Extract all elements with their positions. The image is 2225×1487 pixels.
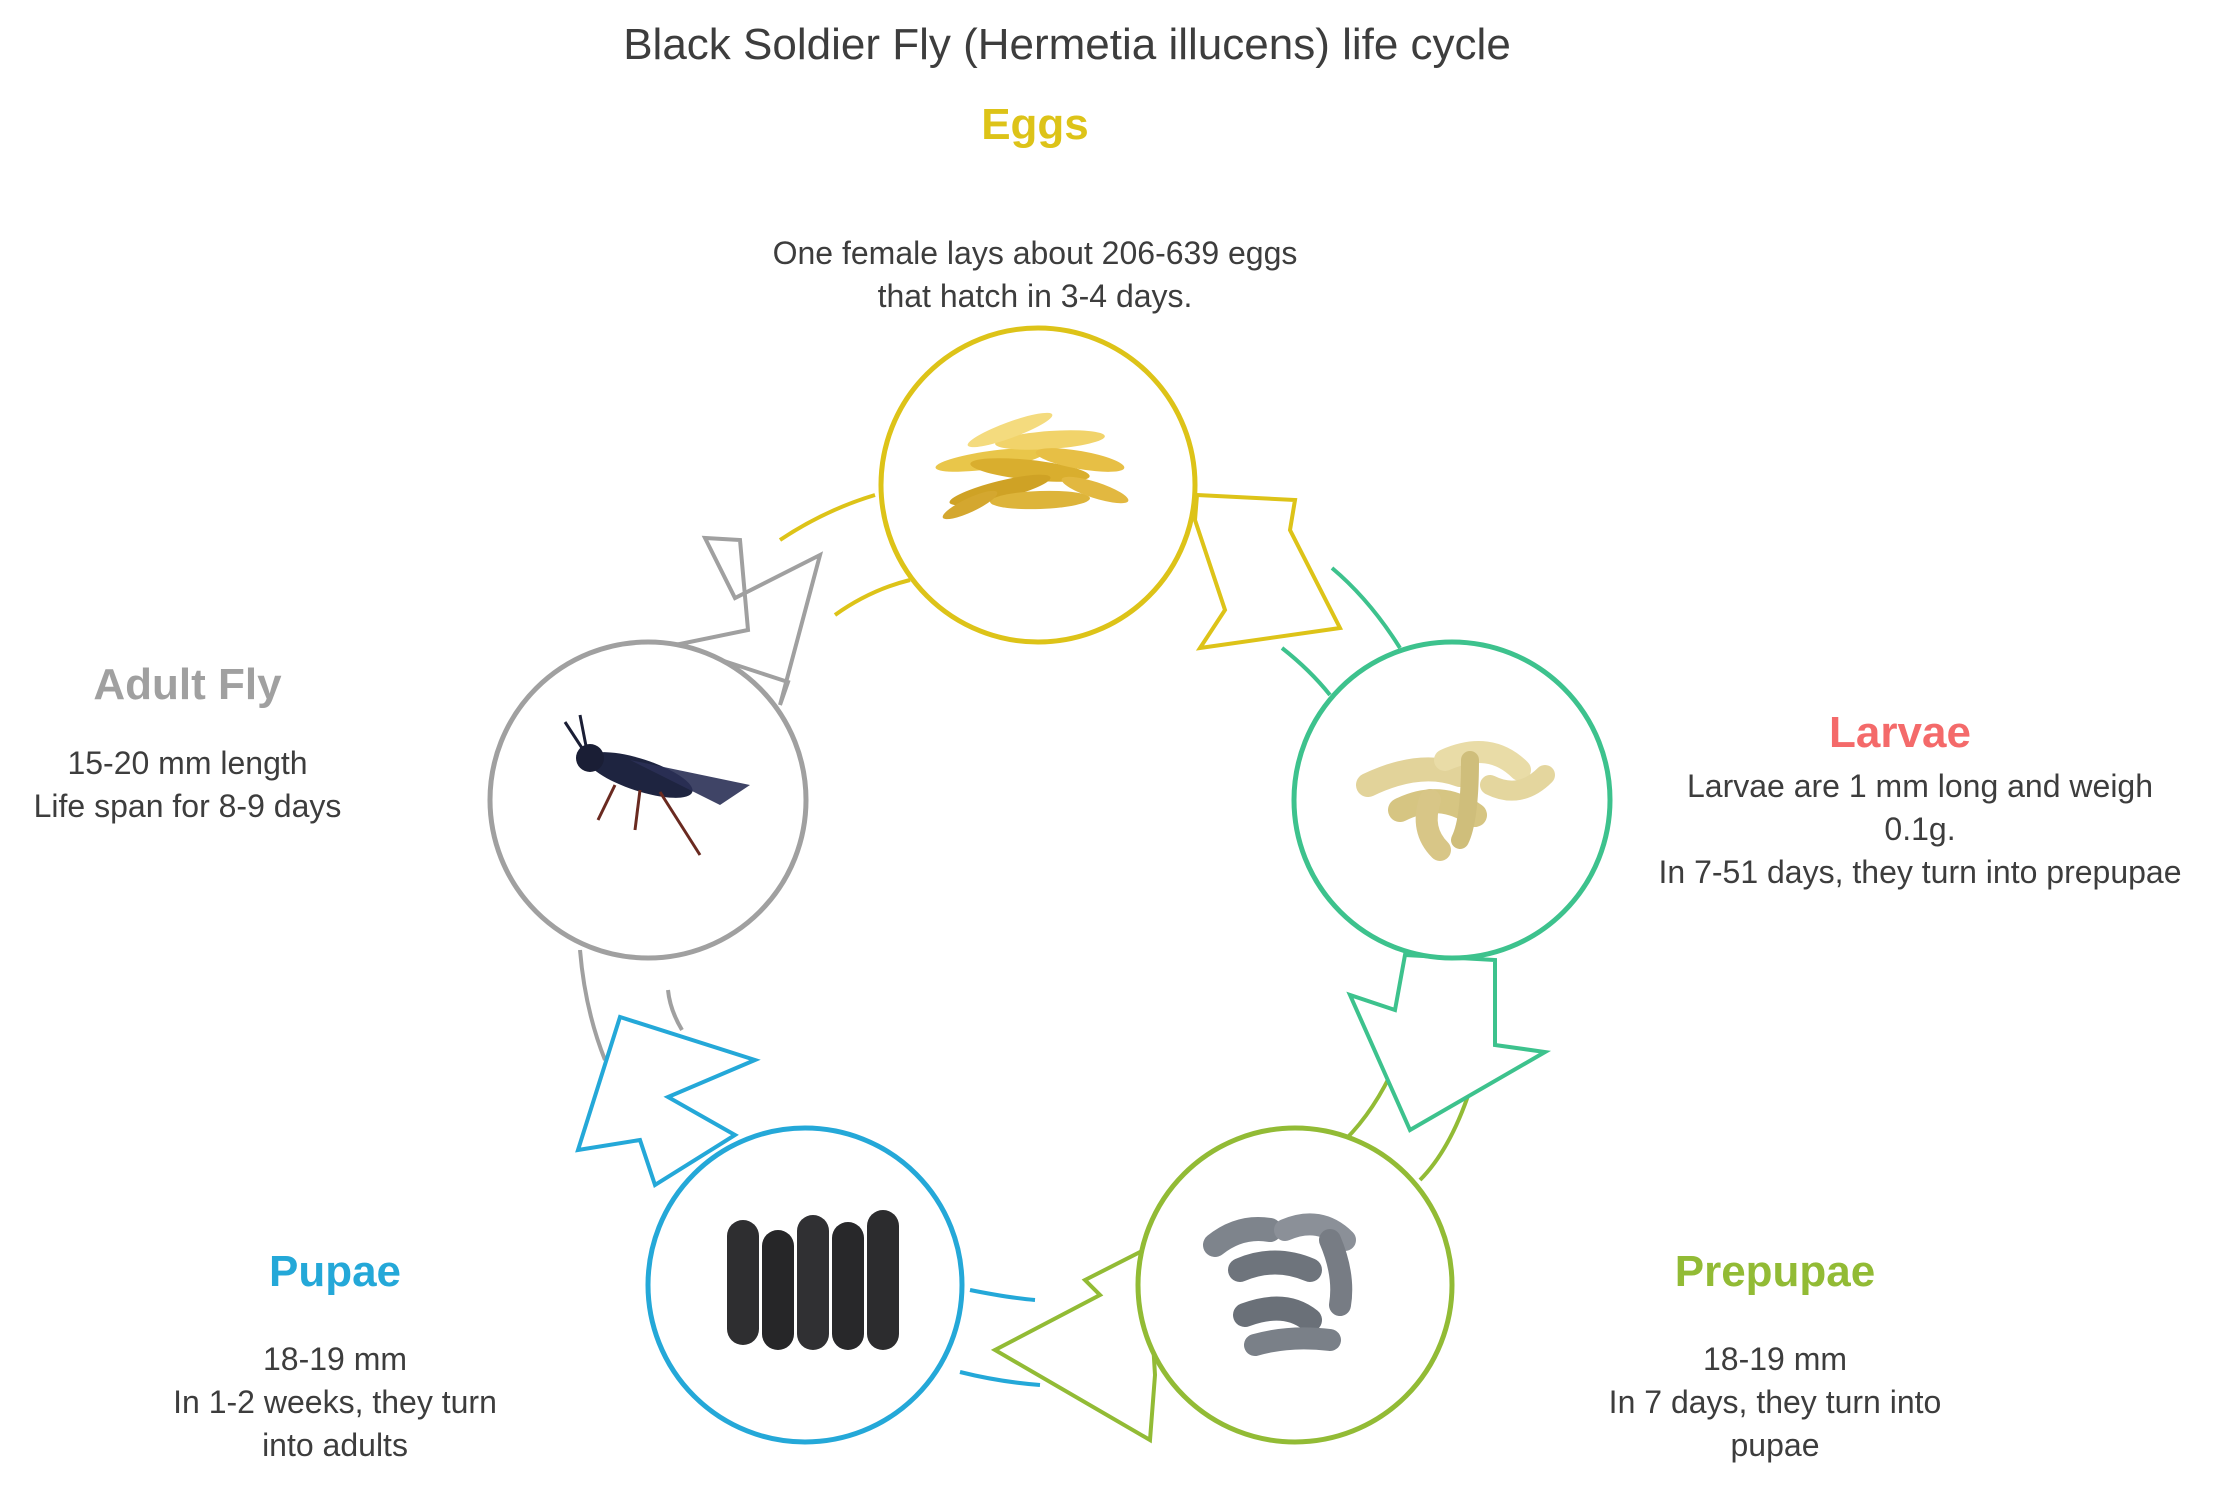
band-pupae-adult (578, 949, 684, 1061)
arrow-larvae-to-prepupae (1346, 952, 1552, 1133)
stage-title-eggs: Eggs (981, 100, 1089, 149)
stage-circle-prepupae (1135, 1125, 1455, 1445)
desc-line: In 1-2 weeks, they turn (173, 1384, 497, 1420)
stage-desc-eggs: One female lays about 206-639 eggs that … (635, 232, 1435, 318)
stage-desc-pupae: 18-19 mm In 1-2 weeks, they turn into ad… (85, 1338, 585, 1467)
desc-line: that hatch in 3-4 days. (877, 278, 1193, 314)
adult-fly-icon (563, 714, 750, 856)
band-adult-eggs (778, 493, 911, 617)
desc-line: pupae (1730, 1427, 1820, 1463)
desc-line: 18-19 mm (262, 1341, 408, 1377)
arrow-pupae-to-adult (575, 1014, 761, 1189)
desc-line: 15-20 mm length (67, 745, 308, 781)
stage-circle-adult (487, 639, 809, 961)
desc-line: In 7-51 days, they turn into prepupae (1658, 854, 2182, 890)
desc-line: 18-19 mm (1702, 1341, 1848, 1377)
larvae-icon (1356, 741, 1555, 861)
desc-line: Life span for 8-9 days (33, 788, 342, 824)
band-eggs-larvae (1280, 566, 1402, 697)
stage-desc-adult: 15-20 mm length Life span for 8-9 days (0, 742, 375, 828)
arrow-adult-to-eggs (667, 535, 824, 706)
arrow-eggs-to-larvae (1192, 492, 1344, 651)
desc-line: Larvae are 1 mm long and weigh (1686, 768, 2154, 804)
stage-title-adult: Adult Fly (93, 660, 282, 709)
stage-title-prepupae: Prepupae (1674, 1247, 1876, 1296)
stage-desc-larvae: Larvae are 1 mm long and weigh 0.1g. In … (1620, 765, 2220, 894)
desc-line: One female lays about 206-639 eggs (772, 235, 1298, 271)
diagram-title: Black Soldier Fly (Hermetia illucens) li… (623, 20, 1511, 69)
desc-line: In 7 days, they turn into (1608, 1384, 1942, 1420)
desc-line: 0.1g. (1884, 811, 1956, 847)
eggs-cluster-icon (935, 412, 1129, 520)
arrow-prepupae-to-pupae (990, 1243, 1158, 1444)
pupae-icon (727, 1210, 899, 1350)
stage-desc-prepupae: 18-19 mm In 7 days, they turn into pupae (1525, 1338, 2025, 1467)
stage-title-pupae: Pupae (268, 1247, 402, 1296)
desc-line: into adults (262, 1427, 408, 1463)
band-prepupae-pupae (959, 1288, 1041, 1387)
prepupae-icon (1203, 1213, 1356, 1356)
stage-title-larvae: Larvae (1829, 708, 1971, 757)
